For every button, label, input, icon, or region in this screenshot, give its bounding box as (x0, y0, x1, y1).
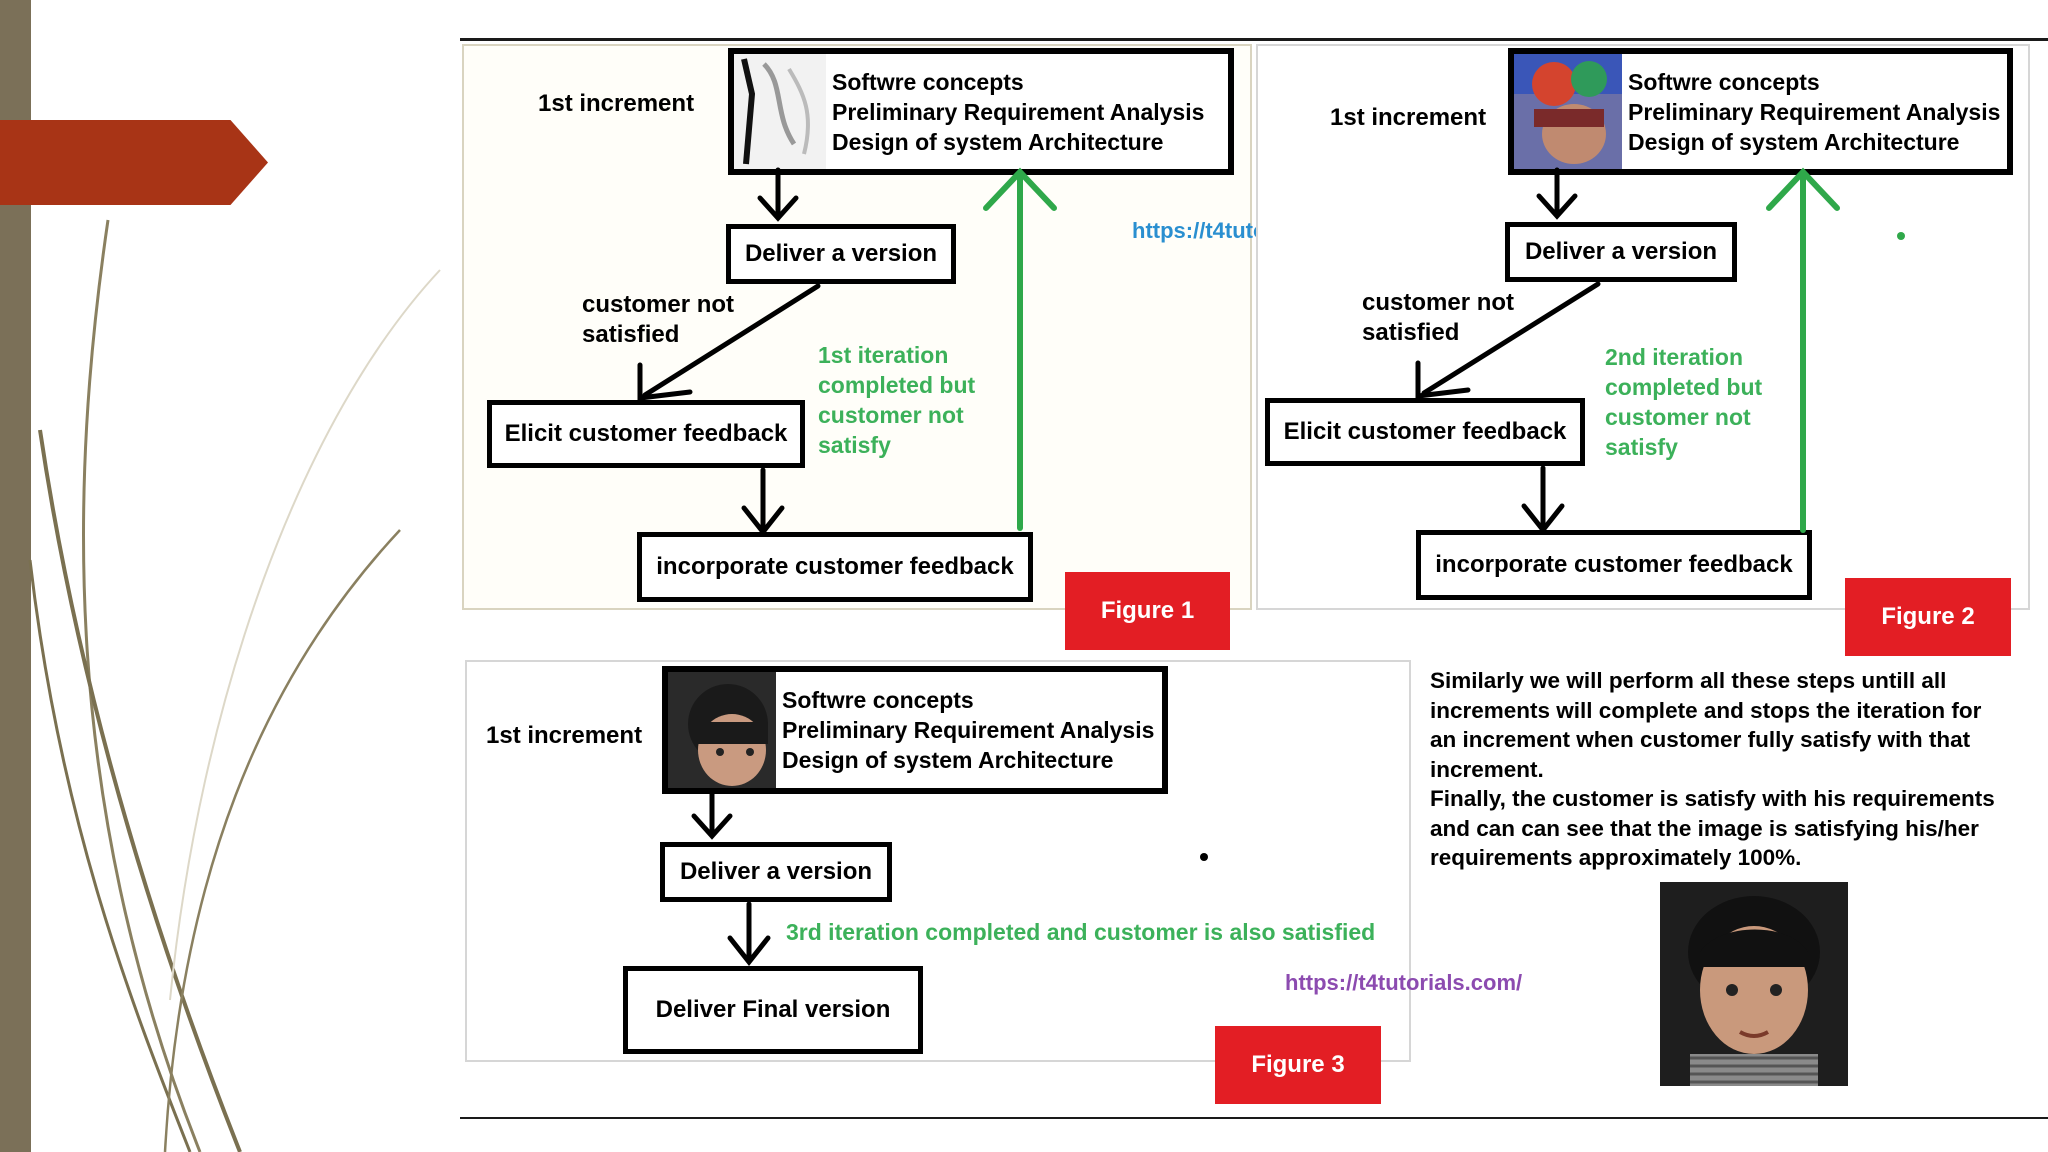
explanation-line: increment. (1430, 756, 1544, 782)
figure2-deliver-box: Deliver a version (1505, 222, 1737, 282)
figure1-top-box: Softwre concepts Preliminary Requirement… (728, 48, 1234, 175)
figure1-label: Figure 1 (1065, 572, 1230, 650)
figure2-iteration-line: customer not (1605, 404, 1751, 430)
figure2-thumbnail-image (1514, 54, 1622, 169)
figure2-increment-label: 1st increment (1330, 104, 1487, 131)
figure2-iteration-line: satisfy (1605, 434, 1678, 460)
explanation-line: increments will complete and stops the i… (1430, 697, 1982, 723)
figure1-thumbnail-image (734, 54, 826, 169)
figure2-elicit-box: Elicit customer feedback (1265, 398, 1585, 466)
figure2-iteration-note: 2nd iteration completed but customer not… (1605, 342, 1762, 462)
explanation-line: an increment when customer fully satisfy… (1430, 727, 1971, 752)
figure1-top-line: Softwre concepts (832, 68, 1024, 95)
figure1-iteration-line: satisfy (818, 432, 891, 458)
figure3-top-line: Softwre concepts (782, 687, 974, 713)
explanation-line: Finally, the customer is satisfy with hi… (1430, 786, 1995, 811)
figure1-elicit-box: Elicit customer feedback (487, 400, 805, 468)
figure3-thumbnail-image (668, 672, 776, 788)
figure2-incorporate-box: incorporate customer feedback (1416, 530, 1812, 600)
figure1-up-arrow (983, 167, 1057, 531)
figure1-not-satisfied-line: satisfied (582, 321, 680, 348)
figure2-label: Figure 2 (1845, 578, 2011, 656)
decorative-curves (28, 219, 441, 1152)
figure3-arrows (691, 789, 771, 967)
stray-dot (1897, 232, 1905, 240)
figure2-not-satisfied-label: customer not satisfied (1362, 288, 1514, 348)
figure2-iteration-line: completed but (1605, 374, 1763, 400)
figure1-iteration-line: customer not (818, 402, 964, 428)
stray-dot (1200, 853, 1208, 861)
figure1-iteration-line: 1st iteration (818, 342, 949, 368)
figure1-top-line: Preliminary Requirement Analysis (832, 98, 1205, 125)
figure1-increment-label: 1st increment (538, 90, 695, 117)
figure1-incorporate-box: incorporate customer feedback (637, 532, 1033, 602)
figure1-top-text: Softwre concepts Preliminary Requirement… (826, 67, 1204, 157)
figure1-arrows (637, 167, 821, 537)
explanation-line: and can can see that the image is satisf… (1430, 815, 1979, 841)
explanation-line: Similarly we will perform all these step… (1430, 668, 1947, 693)
figure3-top-line: Design of system Architecture (782, 747, 1114, 773)
figure1-not-satisfied-label: customer not satisfied (582, 290, 734, 350)
figure2-arrows (1415, 167, 1601, 535)
figure3-link[interactable]: https://t4tutorials.com/ (1285, 970, 1523, 995)
figure2-top-line: Softwre concepts (1628, 68, 1820, 95)
figure3-label: Figure 3 (1215, 1026, 1381, 1104)
figure3-top-line: Preliminary Requirement Analysis (782, 717, 1155, 743)
figure3-final-box: Deliver Final version (623, 966, 923, 1054)
explanation-line: requirements approximately 100%. (1430, 845, 1802, 870)
bottom-rule (460, 1117, 2048, 1119)
figure1-iteration-note: 1st iteration completed but customer not… (818, 340, 975, 460)
final-portrait-image (1660, 882, 1848, 1086)
figure3-iteration-note: 3rd iteration completed and customer is … (786, 919, 1376, 945)
figure2-top-text: Softwre concepts Preliminary Requirement… (1622, 67, 2000, 157)
figure1-deliver-box: Deliver a version (726, 224, 956, 284)
figure3-deliver-box: Deliver a version (660, 842, 892, 902)
figure3-top-text: Softwre concepts Preliminary Requirement… (776, 685, 1154, 775)
title-arrow-tag (0, 120, 268, 205)
figure3-top-box: Softwre concepts Preliminary Requirement… (662, 666, 1168, 794)
figure1-not-satisfied-line: customer not (582, 291, 735, 318)
figure2-up-arrow (1766, 167, 1840, 533)
figure3-increment-label: 1st increment (486, 722, 643, 749)
figure2-top-box: Softwre concepts Preliminary Requirement… (1508, 48, 2013, 175)
figure1-top-line: Design of system Architecture (832, 128, 1164, 155)
figure1-iteration-line: completed but (818, 372, 976, 398)
figure2-not-satisfied-line: satisfied (1362, 319, 1460, 346)
figure2-iteration-line: 2nd iteration (1605, 344, 1744, 370)
explanation-paragraph: Similarly we will perform all these step… (1430, 666, 2040, 873)
figure2-top-line: Preliminary Requirement Analysis (1628, 98, 2001, 125)
figure2-top-line: Design of system Architecture (1628, 128, 1960, 155)
figure2-not-satisfied-line: customer not (1362, 289, 1515, 316)
top-rule (460, 38, 2048, 41)
